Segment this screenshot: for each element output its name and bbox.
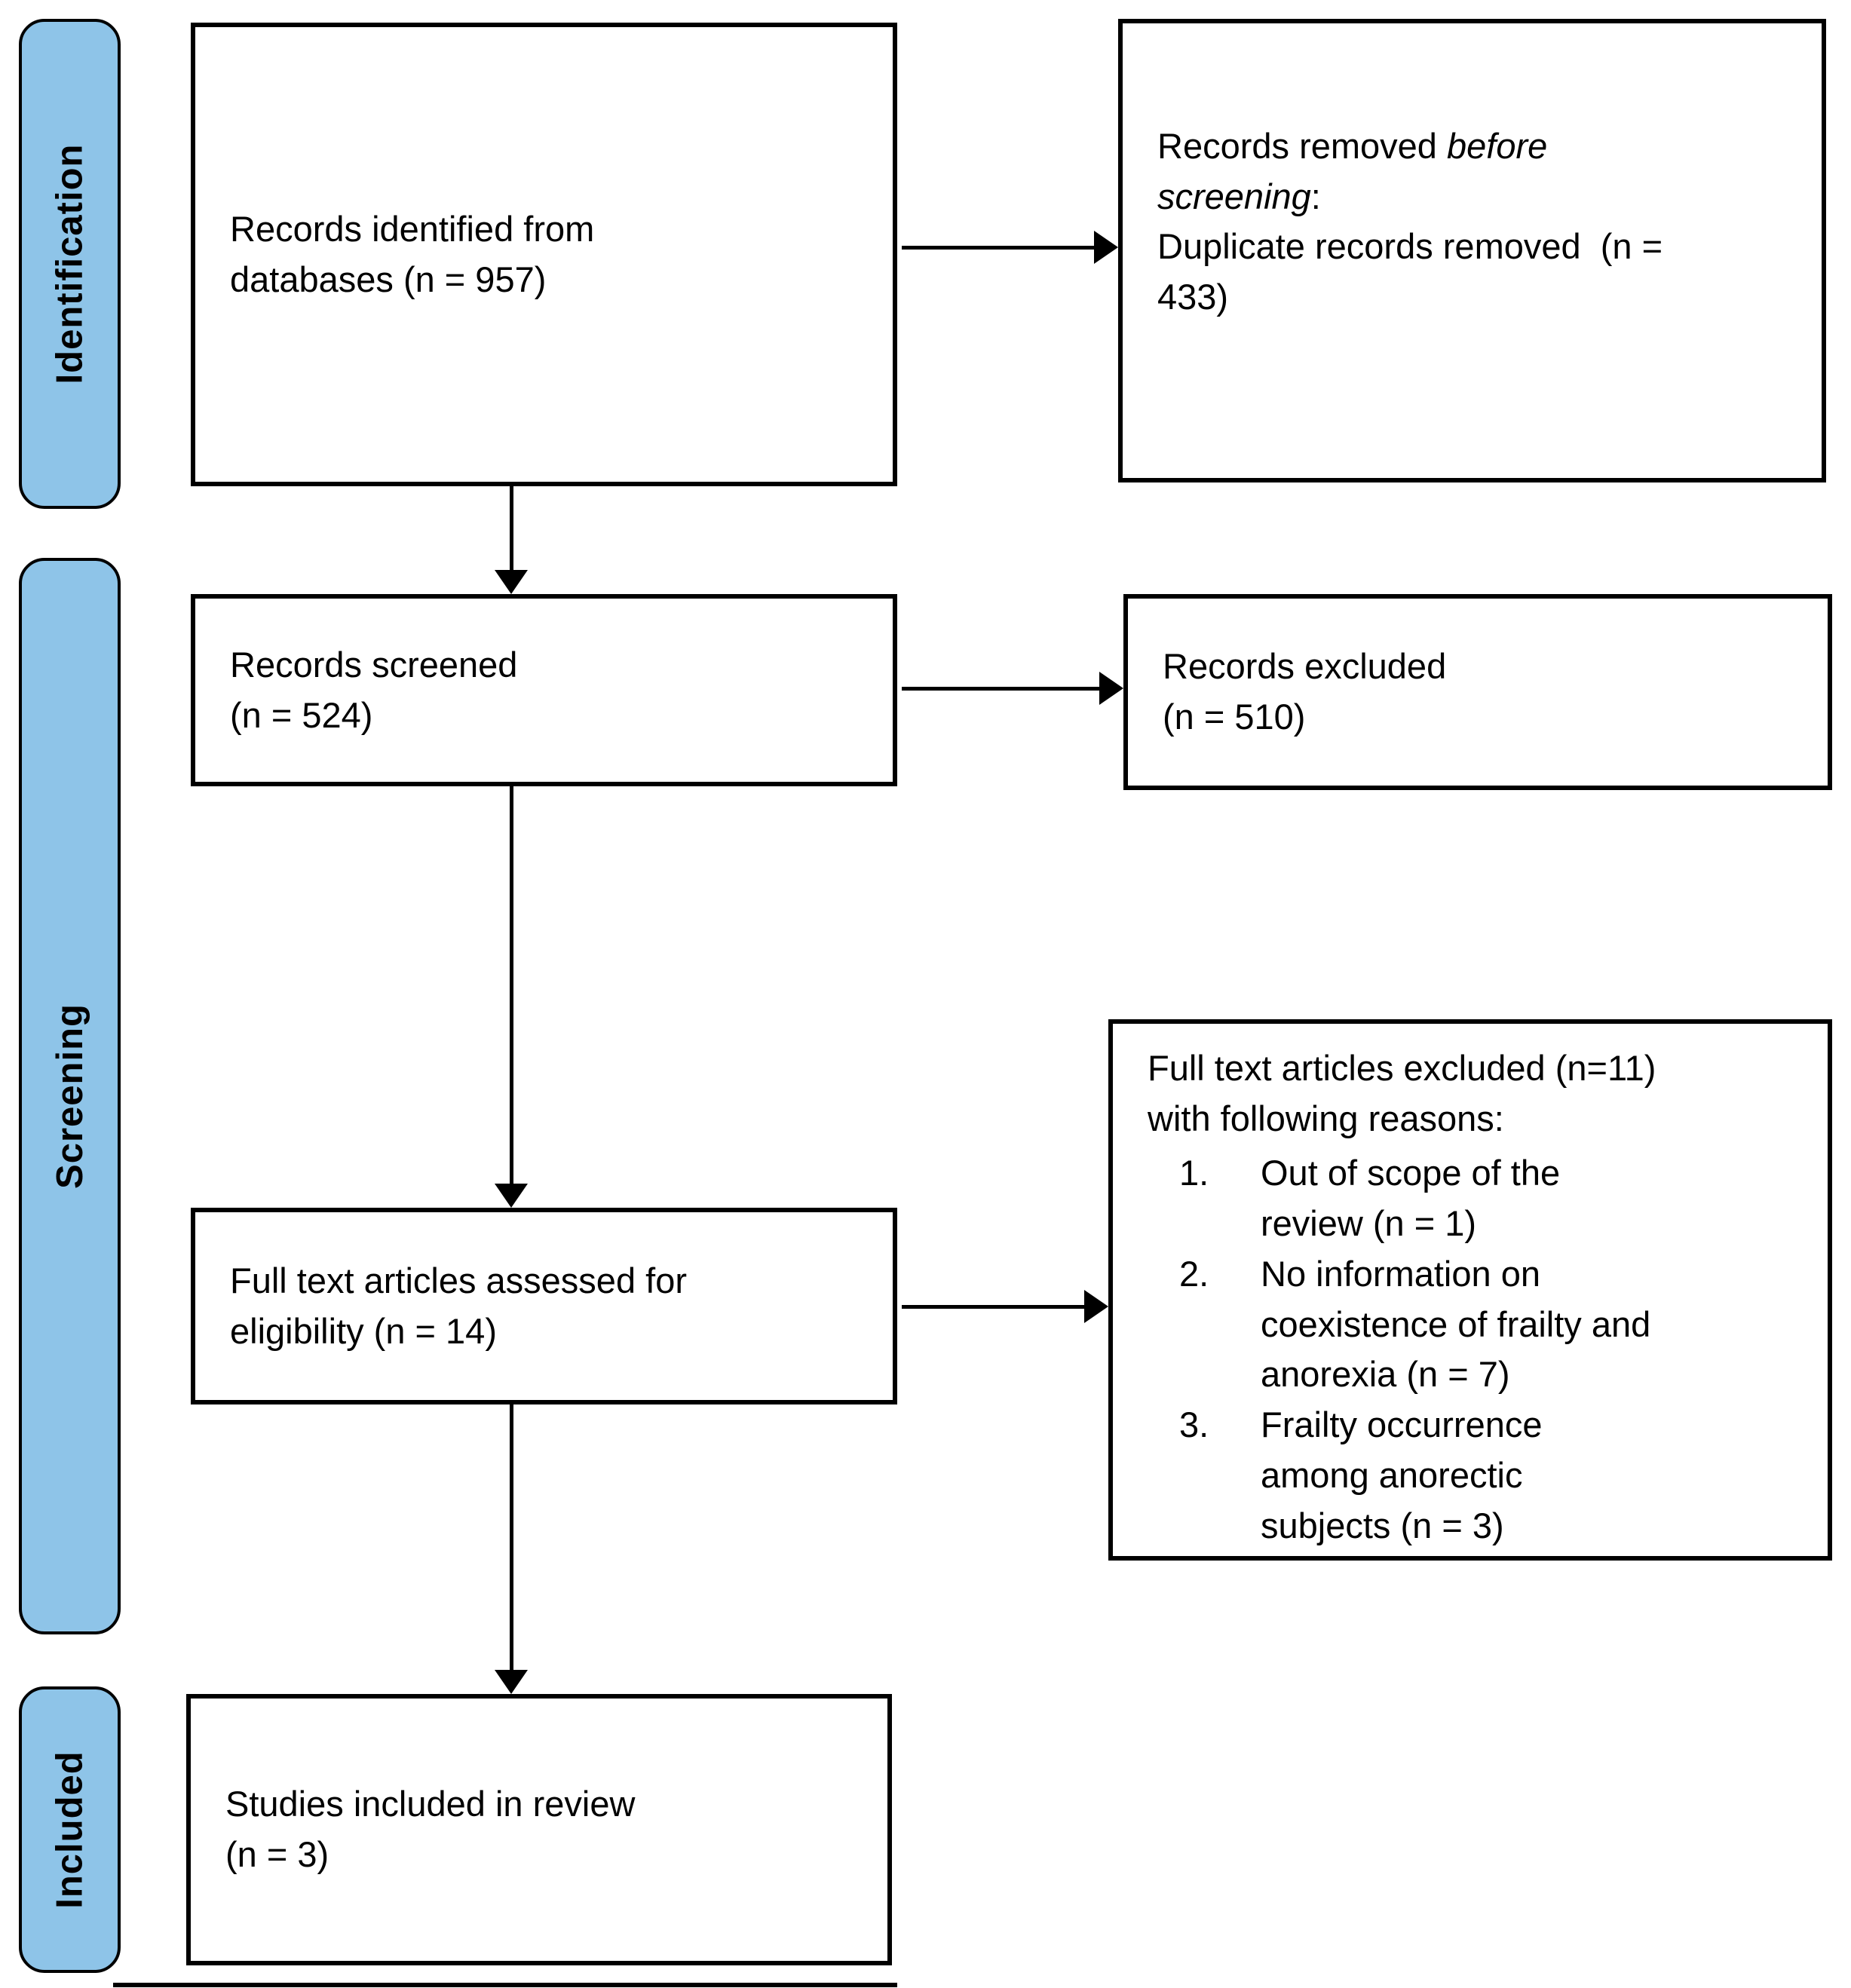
arrow-identified-to-screened bbox=[495, 486, 528, 594]
records-removed-italic-before: before bbox=[1447, 126, 1548, 166]
stage-bar-identification: Identification bbox=[19, 19, 121, 509]
box-records-excluded: Records excluded (n = 510) bbox=[1123, 594, 1832, 790]
arrow-shaft bbox=[510, 486, 513, 571]
box-studies-included: Studies included in review (n = 3) bbox=[186, 1694, 892, 1965]
stage-label-included: Included bbox=[49, 1751, 90, 1909]
exclusion-reason-1-text: Out of scope of the review (n = 1) bbox=[1261, 1153, 1561, 1244]
exclusion-reason-3-number: 3. bbox=[1179, 1404, 1209, 1445]
records-removed-colon: : bbox=[1310, 176, 1321, 216]
arrow-shaft bbox=[902, 1305, 1086, 1309]
exclusion-reason-3: 3. Frailty occurrence among anorectic su… bbox=[1179, 1400, 1797, 1551]
arrow-shaft bbox=[510, 1404, 513, 1671]
arrow-shaft bbox=[902, 687, 1101, 691]
arrow-right-head bbox=[1094, 231, 1118, 264]
stage-bar-included: Included bbox=[19, 1686, 121, 1973]
records-removed-italic-screening: screening bbox=[1157, 176, 1311, 216]
box-records-screened: Records screened (n = 524) bbox=[191, 594, 897, 786]
box-fulltext-assessed-text: Full text articles assessed for eligibil… bbox=[230, 1260, 687, 1351]
arrow-identified-to-removed bbox=[902, 231, 1118, 264]
arrow-down-head bbox=[495, 1184, 528, 1208]
box-records-removed-body: Duplicate records removed (n = 433) bbox=[1157, 226, 1663, 317]
stage-bar-screening: Screening bbox=[19, 558, 121, 1634]
arrow-fulltext-to-included bbox=[495, 1404, 528, 1694]
box-records-excluded-text: Records excluded (n = 510) bbox=[1163, 646, 1447, 737]
box-fulltext-excluded: Full text articles excluded (n=11) with … bbox=[1108, 1019, 1832, 1561]
records-removed-regular: Records removed bbox=[1157, 126, 1447, 166]
box-records-identified-text: Records identified from databases (n = 9… bbox=[230, 208, 595, 299]
box-records-identified: Records identified from databases (n = 9… bbox=[191, 23, 897, 486]
exclusion-reason-2-text: No information on coexistence of frailty… bbox=[1261, 1253, 1651, 1395]
box-records-removed-line2: screening: bbox=[1157, 172, 1791, 222]
arrow-right-head bbox=[1084, 1290, 1108, 1323]
arrow-screened-to-excluded bbox=[902, 672, 1123, 705]
stage-label-identification: Identification bbox=[49, 143, 90, 384]
box-records-removed: Records removed before screening: Duplic… bbox=[1118, 19, 1826, 482]
exclusion-reason-3-text: Frailty occurrence among anorectic subje… bbox=[1261, 1404, 1543, 1545]
box-fulltext-assessed: Full text articles assessed for eligibil… bbox=[191, 1208, 897, 1404]
arrow-shaft bbox=[902, 246, 1096, 250]
arrow-fulltext-to-fulltext-excluded bbox=[902, 1290, 1108, 1323]
exclusion-reason-list: 1. Out of scope of the review (n = 1) 2.… bbox=[1148, 1148, 1797, 1551]
stage-label-screening: Screening bbox=[49, 1003, 90, 1189]
exclusion-reason-2-number: 2. bbox=[1179, 1253, 1209, 1294]
arrow-down-head bbox=[495, 1670, 528, 1694]
box-records-removed-line1: Records removed before bbox=[1157, 121, 1791, 172]
exclusion-reason-1-number: 1. bbox=[1179, 1153, 1209, 1193]
exclusion-reason-1: 1. Out of scope of the review (n = 1) bbox=[1179, 1148, 1797, 1248]
arrow-right-head bbox=[1099, 672, 1123, 705]
arrow-down-head bbox=[495, 570, 528, 594]
box-fulltext-excluded-heading: Full text articles excluded (n=11) with … bbox=[1148, 1048, 1656, 1138]
cropped-box-edge bbox=[113, 1983, 897, 1987]
box-studies-included-text: Studies included in review (n = 3) bbox=[225, 1784, 636, 1874]
box-records-screened-text: Records screened (n = 524) bbox=[230, 644, 518, 735]
arrow-shaft bbox=[510, 786, 513, 1185]
arrow-screened-to-fulltext bbox=[495, 786, 528, 1208]
exclusion-reason-2: 2. No information on coexistence of frai… bbox=[1179, 1249, 1797, 1400]
